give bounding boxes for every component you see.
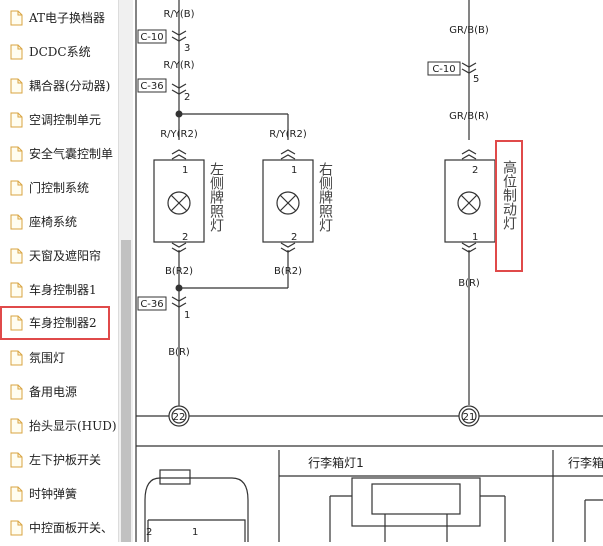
sidebar-item-coupler[interactable]: 耦合器(分动器)	[0, 69, 118, 103]
right-plate-lamp-label: 右侧牌照灯	[317, 162, 333, 233]
sidebar-item-bcm2[interactable]: 车身控制器2	[0, 306, 110, 340]
panel-title-trunk-light-1: 行李箱灯1	[308, 455, 364, 470]
sidebar-item-seat[interactable]: 座椅系统	[0, 205, 118, 239]
sidebar-item-label: 天窗及遮阳帘	[29, 249, 102, 263]
document-icon	[10, 112, 23, 128]
connector-pin-label: 2	[146, 527, 152, 538]
connector-c36-bottom: C-36	[140, 299, 163, 310]
sidebar-item-label: 座椅系统	[29, 215, 78, 229]
connector-pin-label: 1	[192, 527, 198, 538]
wire-label: B(R)	[458, 278, 480, 289]
sidebar-scrollbar[interactable]	[118, 0, 133, 542]
sidebar-item-bcm1[interactable]: 车身控制器1	[0, 273, 118, 307]
document-icon	[10, 146, 23, 162]
document-icon	[10, 282, 23, 298]
document-icon	[10, 520, 23, 536]
pin-number: 2	[291, 232, 297, 243]
pin-number: 1	[182, 165, 188, 176]
sidebar-item-backup-power[interactable]: 备用电源	[0, 375, 118, 409]
wiring-diagram-view[interactable]: C-10 C-36 C-36 C-10 R/Y(B) R/Y(R) R/Y(R2…	[133, 0, 603, 542]
sidebar-item-label: 空调控制单元	[29, 113, 102, 127]
wire-label: GR/B(R)	[449, 111, 489, 122]
wire-label: B(R2)	[165, 266, 193, 277]
sidebar-item-dcdc[interactable]: DCDC系统	[0, 35, 118, 69]
pin-number: 5	[473, 74, 479, 85]
sidebar-item-label: 车身控制器1	[29, 283, 97, 297]
wiring-diagram: C-10 C-36 C-36 C-10 R/Y(B) R/Y(R) R/Y(R2…	[135, 0, 603, 542]
document-icon	[10, 248, 23, 264]
sidebar-item-label: DCDC系统	[29, 45, 91, 59]
document-icon	[10, 10, 23, 26]
sidebar-item-label: 中控面板开关、	[29, 521, 114, 535]
sidebar-item-label: 门控制系统	[29, 181, 90, 195]
sidebar-item-ac-control[interactable]: 空调控制单元	[0, 103, 118, 137]
connector-c10-left: C-10	[140, 32, 163, 43]
ground-point-21: 21	[463, 412, 476, 423]
sidebar-item-label: 左下护板开关	[29, 453, 102, 467]
sidebar-item-label: 安全气囊控制单	[29, 147, 114, 161]
sidebar-item-sunroof[interactable]: 天窗及遮阳帘	[0, 239, 118, 273]
pin-number: 3	[184, 43, 190, 54]
document-icon	[10, 78, 23, 94]
document-icon	[10, 214, 23, 230]
sidebar-item-label: 时钟弹簧	[29, 487, 78, 501]
sidebar-item-at-shifter[interactable]: AT电子换档器	[0, 1, 118, 35]
lamp-symbols	[167, 191, 481, 215]
pin-number: 1	[291, 165, 297, 176]
document-icon	[10, 486, 23, 502]
document-icon	[10, 452, 23, 468]
sidebar-item-label: 抬头显示(HUD)	[29, 419, 117, 433]
connector-c36-top: C-36	[140, 81, 163, 92]
sidebar-item-clock-spring[interactable]: 时钟弹簧	[0, 477, 118, 511]
scrollbar-thumb[interactable]	[121, 240, 131, 542]
panel-title-trunk-light: 行李箱灯	[568, 455, 603, 470]
sidebar-item-label: AT电子换档器	[29, 11, 106, 25]
wire-label: R/Y(R)	[163, 60, 194, 71]
wire-label: R/Y(R2)	[160, 129, 198, 140]
high-brake-lamp-label: 高位制动灯	[501, 159, 517, 231]
pin-number: 2	[182, 232, 188, 243]
wire-label: GR/B(B)	[449, 25, 489, 36]
ground-point-22: 22	[173, 412, 186, 423]
wire-label: R/Y(B)	[163, 9, 194, 20]
document-icon	[10, 180, 23, 196]
wire-label: B(R2)	[274, 266, 302, 277]
sidebar-item-label: 耦合器(分动器)	[29, 79, 111, 93]
sidebar-item-center-panel-switch[interactable]: 中控面板开关、	[0, 511, 118, 542]
document-icon	[10, 384, 23, 400]
sidebar-item-lower-trim-switch[interactable]: 左下护板开关	[0, 443, 118, 477]
pin-number: 2	[184, 92, 190, 103]
document-icon	[10, 418, 23, 434]
sidebar-item-label: 车身控制器2	[29, 316, 97, 330]
document-icon	[10, 44, 23, 60]
sidebar-item-ambient-light[interactable]: 氛围灯	[0, 341, 118, 375]
sidebar-item-label: 备用电源	[29, 385, 78, 399]
pin-number: 1	[184, 310, 190, 321]
wire-label: B(R)	[168, 347, 190, 358]
highlight-box	[495, 140, 523, 272]
sidebar-item-door-control[interactable]: 门控制系统	[0, 171, 118, 205]
sidebar-tree: AT电子换档器 DCDC系统 耦合器(分动器) 空调控制单元 安全气囊控制单 门…	[0, 0, 118, 542]
sidebar-item-label: 氛围灯	[29, 351, 66, 365]
wire-label: R/Y(R2)	[269, 129, 307, 140]
connector-c10-right: C-10	[432, 64, 455, 75]
document-icon	[10, 350, 23, 366]
left-plate-lamp-label: 左侧牌照灯	[208, 162, 224, 233]
pin-number: 1	[472, 232, 478, 243]
sidebar-item-airbag[interactable]: 安全气囊控制单	[0, 137, 118, 171]
sidebar-item-hud[interactable]: 抬头显示(HUD)	[0, 409, 118, 443]
pin-number: 2	[472, 165, 478, 176]
document-icon	[10, 315, 23, 331]
